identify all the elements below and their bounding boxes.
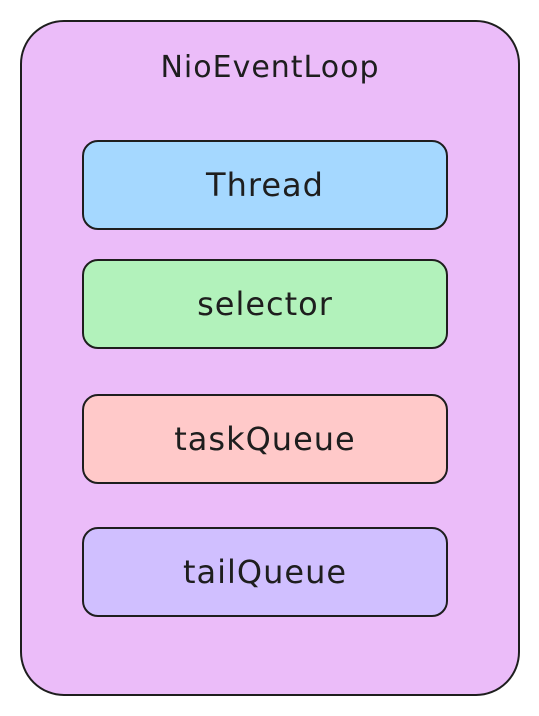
- thread-label: Thread: [206, 166, 324, 204]
- selector-block: selector: [82, 259, 448, 349]
- taskqueue-block: taskQueue: [82, 394, 448, 484]
- tailqueue-label: tailQueue: [182, 553, 348, 591]
- container-title: NioEventLoop: [160, 50, 380, 85]
- tailqueue-block: tailQueue: [82, 527, 448, 617]
- taskqueue-label: taskQueue: [174, 420, 356, 458]
- selector-label: selector: [197, 285, 333, 323]
- thread-block: Thread: [82, 140, 448, 230]
